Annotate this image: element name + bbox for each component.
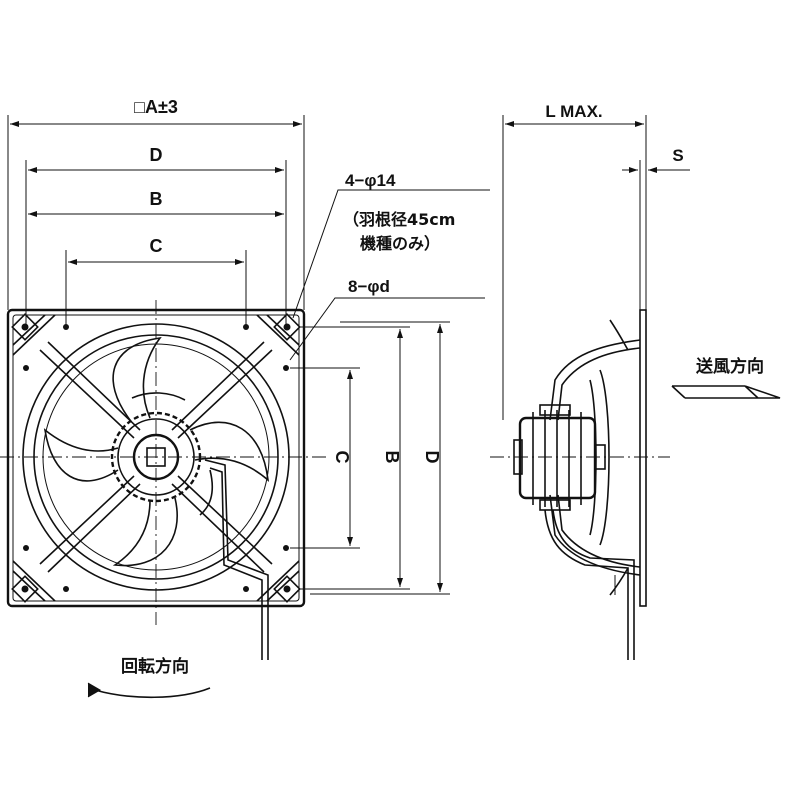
venturi-inner-ring (33, 334, 279, 580)
hub-core (132, 433, 180, 481)
holes-4-note-line2: 機種のみ） (360, 234, 440, 253)
c-top-label: C (150, 236, 163, 256)
airflow-direction-label: 送風方向 (696, 356, 764, 377)
side-blade (589, 369, 610, 546)
front-view: □A±3 D B C (0, 97, 330, 699)
overall-size-label: □A±3 (134, 97, 178, 117)
s-label: S (672, 146, 683, 165)
side-view: L MAX. S (490, 102, 781, 660)
fan-blades (43, 336, 270, 567)
venturi-outer-ring (22, 323, 290, 591)
mounting-holes (21, 323, 291, 593)
holes-4-note-line1: （羽根径45cm (343, 210, 455, 229)
b-top-label: B (150, 189, 163, 209)
l-max-label: L MAX. (545, 102, 602, 121)
holes-4-label: 4−φ14 (345, 171, 396, 190)
hub-square (146, 447, 166, 467)
airflow-arrow (671, 385, 781, 399)
rotation-arrow (94, 687, 211, 699)
hub-outer (110, 411, 202, 503)
side-dimensions: C B D (290, 321, 450, 595)
d-top-label: D (150, 145, 163, 165)
side-lead-wire (544, 509, 635, 660)
side-frame-plate (639, 309, 647, 607)
b-side-label: B (382, 451, 402, 464)
lead-wire (204, 459, 269, 660)
c-side-label: C (332, 451, 352, 464)
rotation-direction-label: 回転方向 (121, 656, 189, 677)
frame-inner (12, 314, 300, 602)
guard-arms (39, 341, 273, 573)
frame-outline (6, 308, 306, 608)
holes-8-label: 8−φd (348, 277, 390, 296)
d-side-label: D (422, 451, 442, 464)
hole-notes: 4−φ14 （羽根径45cm 機種のみ） 8−φd (289, 171, 490, 361)
corner-gussets (11, 313, 301, 603)
